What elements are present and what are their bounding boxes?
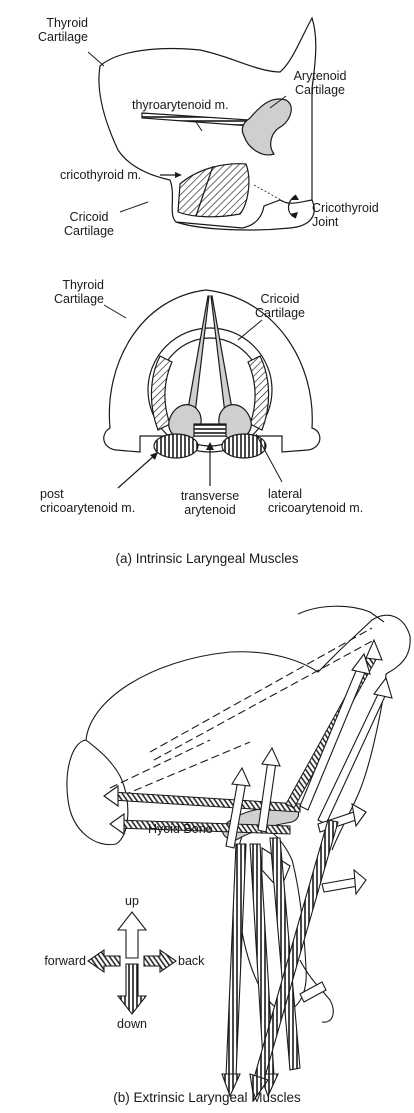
legend-label-back: back [178, 954, 204, 968]
thyroarytenoid-muscle [142, 113, 250, 126]
caption-intrinsic: (a) Intrinsic Laryngeal Muscles [0, 551, 414, 566]
post-cricoarytenoid-right [222, 434, 266, 458]
label-transverse-arytenoid: transverse arytenoid [168, 489, 252, 517]
cricothyroid-muscle [178, 164, 249, 217]
label-cricoid-cartilage-top: Cricoid Cartilage [52, 210, 126, 238]
side-view-diagram [88, 18, 316, 230]
legend-down-arrow [118, 964, 146, 1014]
label-post-cricoarytenoid: post cricoarytenoid m. [40, 487, 135, 515]
transverse-arytenoid-muscle [194, 424, 226, 436]
legend-label-down: down [108, 1017, 156, 1031]
skull-outline [298, 606, 384, 622]
legend-back-arrow [144, 950, 176, 972]
label-lateral-cricoarytenoid: lateral cricoarytenoid m. [268, 487, 363, 515]
direction-legend [88, 912, 176, 1014]
vocal-fold-left [186, 296, 209, 422]
label-thyroarytenoid: thyroarytenoid m. [132, 98, 229, 112]
legend-up-arrow [118, 912, 146, 958]
post-cricoarytenoid-left [154, 434, 198, 458]
label-arytenoid-cartilage: Arytenoid Cartilage [278, 69, 362, 97]
lateral-cricoarytenoid-right [248, 356, 269, 430]
legend-label-forward: forward [20, 954, 86, 968]
caption-extrinsic: (b) Extrinsic Laryngeal Muscles [0, 1090, 414, 1105]
vocal-fold-right [211, 296, 234, 422]
label-cricothyroid-muscle: cricothyroid m. [60, 168, 141, 182]
label-cricoid-cartilage-bottom: Cricoid Cartilage [238, 292, 322, 320]
label-thyroid-cartilage-top: Thyroid Cartilage [20, 16, 88, 44]
label-thyroid-cartilage-bottom: Thyroid Cartilage [24, 278, 104, 306]
lateral-cricoarytenoid-left [151, 356, 172, 430]
label-hyoid-bone: Hyoid Bone [148, 822, 213, 836]
label-cricothyroid-joint: Cricothyroid Joint [312, 201, 379, 229]
arytenoid-cartilage [242, 99, 291, 155]
legend-label-up: up [116, 894, 148, 908]
legend-forward-arrow [88, 950, 120, 972]
